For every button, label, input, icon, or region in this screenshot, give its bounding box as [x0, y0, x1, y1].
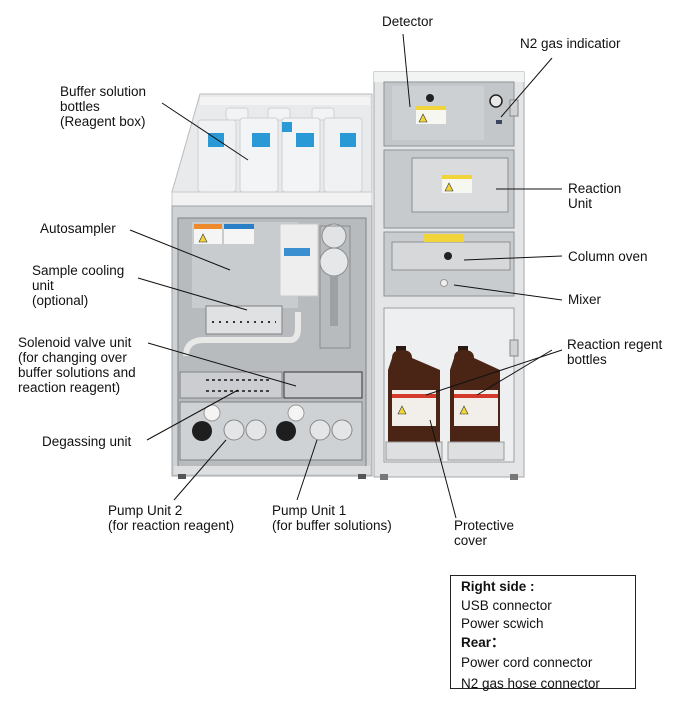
label-degassing-unit: Degassing unit [42, 434, 132, 449]
label-pump-unit-1: Pump Unit 1 (for buffer solutions) [272, 503, 392, 533]
degasser-knob [276, 421, 296, 441]
autosampler-cover [279, 223, 319, 297]
label-column-oven: Column oven [568, 249, 648, 264]
right-side-heading: Right side : [461, 579, 535, 594]
leader-reagent-bottle-2 [476, 349, 553, 396]
protective-cover [447, 441, 505, 461]
leader-autosampler [129, 229, 231, 271]
label-reaction-unit: Reaction Unit [568, 181, 622, 211]
autosampler-label [284, 248, 310, 256]
pump-head [245, 419, 267, 441]
buffer-bottles [197, 107, 363, 193]
sample-cooling-unit [205, 305, 283, 335]
leader-detector [402, 33, 411, 108]
detector-knob [426, 94, 434, 102]
injection-valve [321, 223, 347, 249]
warning-triangle-icon [198, 233, 208, 243]
leader-mixer [453, 284, 563, 301]
pump-head [331, 419, 353, 441]
bottle-cap [311, 107, 335, 121]
left-cabinet [171, 93, 373, 479]
pump-head [223, 419, 245, 441]
foot [380, 474, 388, 480]
label-n2-gas-indication: N2 gas indicatior [520, 36, 621, 51]
foot [358, 474, 366, 479]
reagent-box-shelf [171, 191, 373, 207]
right-side-item: Power scwich [461, 616, 544, 631]
cooling-hose [183, 312, 301, 357]
syringe-rod [330, 276, 338, 326]
bottle-cap [267, 107, 291, 121]
protective-cover [385, 441, 443, 461]
rear-item: Power cord connector [461, 655, 593, 670]
label-buffer-bottles: Buffer solution bottles (Reagent box) [60, 84, 147, 129]
warning-triangle-icon [397, 405, 407, 415]
sticker-band [442, 175, 472, 179]
oven-sticker [424, 234, 464, 242]
injection-valve [319, 247, 349, 277]
label-solenoid-valve: Solenoid valve unit (for changing over b… [18, 335, 136, 395]
degasser-cap [203, 404, 221, 422]
warning-triangle-icon [418, 113, 428, 123]
leader-solenoid-valve [147, 342, 297, 387]
rear-item: N2 gas hose connector [461, 675, 600, 691]
rear-heading: Rear： [461, 634, 505, 650]
right-cabinet [373, 71, 525, 480]
bottle-cap [225, 107, 249, 121]
reagent-box-rim [200, 97, 370, 105]
foot [178, 474, 186, 479]
right-side-item: USB connector [461, 597, 552, 613]
n2-gas-gauge [489, 94, 503, 108]
leader-pump-2 [173, 439, 227, 501]
warning-triangle-icon [459, 405, 469, 415]
warning-triangle-icon [444, 182, 454, 192]
degasser-cap [287, 404, 305, 422]
buffer-bottle [323, 117, 363, 193]
pump-head [309, 419, 331, 441]
leader-column-oven [463, 255, 563, 261]
label-reaction-reagent-bottles: Reaction regent bottles [567, 337, 663, 367]
foot [510, 474, 518, 480]
oven-knob [444, 252, 452, 260]
valve-bracket [319, 225, 351, 349]
leader-pump-1 [296, 439, 318, 501]
label-autosampler: Autosampler [40, 221, 116, 236]
sticker-band [416, 106, 446, 110]
hinge [509, 339, 519, 357]
label-detector: Detector [382, 14, 434, 29]
bottle-label [282, 122, 292, 132]
mixer-body [440, 279, 448, 287]
connector-info-box: Right side : USB connector Power scwich … [450, 575, 636, 691]
label-pump-unit-2: Pump Unit 2 (for reaction reagent) [108, 503, 235, 533]
bottle-label [340, 133, 356, 147]
info-sticker-band [224, 224, 254, 229]
solenoid-valve-block-2 [283, 371, 363, 399]
hinge [509, 99, 519, 117]
buffer-bottle [239, 117, 279, 193]
label-sample-cooling: Sample cooling unit (optional) [32, 263, 125, 308]
leader-lines [129, 33, 563, 519]
label-mixer: Mixer [568, 292, 601, 307]
label-protective-cover: Protective cover [454, 518, 515, 548]
leader-protective-cover [429, 419, 457, 519]
left-base [174, 466, 370, 474]
n2-gas-indicator-lamp [496, 120, 502, 124]
bottle-label [296, 133, 314, 147]
reagent-label-band [454, 394, 498, 398]
bottle-label [252, 133, 270, 147]
leader-sample-cooling [137, 277, 248, 311]
leader-buffer-bottles [161, 102, 249, 161]
leader-n2-gas [500, 57, 553, 118]
warning-sticker-band [194, 224, 222, 229]
leader-degassing [146, 389, 239, 441]
right-top [374, 72, 524, 82]
degasser-knob [192, 421, 212, 441]
reagent-label-band [392, 394, 436, 398]
